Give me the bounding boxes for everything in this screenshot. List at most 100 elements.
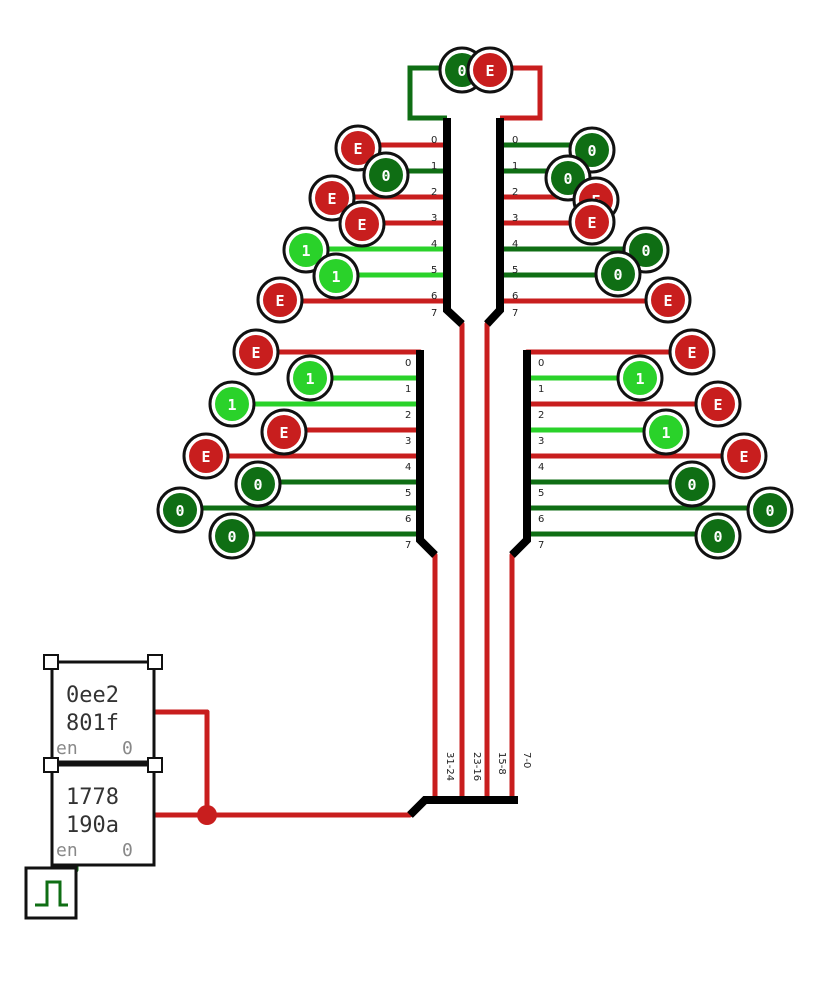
wire-junction xyxy=(197,805,217,825)
probe-upper-left-1[interactable]: 0 xyxy=(362,151,410,199)
pin-value: 0 xyxy=(227,528,236,546)
bit-index-label: 2 xyxy=(512,187,518,198)
selection-handle[interactable] xyxy=(43,654,59,670)
register-upper-enable-label: en xyxy=(56,738,78,759)
probe-upper-left-5[interactable]: 1 xyxy=(312,252,360,300)
pin-value: E xyxy=(663,292,672,310)
pin-value: E xyxy=(687,344,696,362)
probe-upper-right-5[interactable]: 0 xyxy=(594,250,642,298)
probe-upper-left-4[interactable]: 1 xyxy=(282,226,330,274)
register-upper-value-line2: 801f xyxy=(66,711,119,736)
probe-lower-left-3[interactable]: E xyxy=(260,408,308,456)
pin-value: 1 xyxy=(331,268,340,286)
register-upper[interactable]: 0ee2 801f en 0 xyxy=(43,654,163,764)
probe-upper-left-3[interactable]: E xyxy=(338,200,386,248)
probe-lower-right-6[interactable]: 0 xyxy=(746,486,794,534)
pin-value: 0 xyxy=(641,242,650,260)
bus-layer xyxy=(407,118,531,818)
pin-value: 1 xyxy=(661,424,670,442)
pins-layer: 0EE0EE11E00EE00EE11EE000E1E1E000 xyxy=(156,46,794,560)
pin-value: 1 xyxy=(227,396,236,414)
pin-value: E xyxy=(739,448,748,466)
pin-value: E xyxy=(353,140,362,158)
bit-index-label: 7 xyxy=(538,540,544,551)
bit-index-label: 4 xyxy=(538,462,544,473)
probe-lower-left-6[interactable]: 0 xyxy=(156,486,204,534)
pin-value: 0 xyxy=(713,528,722,546)
pin-value: 0 xyxy=(765,502,774,520)
clock-icon xyxy=(35,880,68,907)
bit-index-label: 7 xyxy=(405,540,411,551)
clock-input[interactable] xyxy=(24,866,78,920)
pin-value: E xyxy=(327,190,336,208)
bit-index-label: 4 xyxy=(405,462,411,473)
splitter-bus-lower-left xyxy=(416,350,438,558)
pin-value: E xyxy=(275,292,284,310)
splitter-range-label: 31-24 xyxy=(444,752,455,781)
bit-index-label: 5 xyxy=(512,265,518,276)
pin-value: 0 xyxy=(253,476,262,494)
bit-index-label: 3 xyxy=(431,213,437,224)
pin-value: E xyxy=(713,396,722,414)
pin-value: E xyxy=(485,62,494,80)
bit-index-label: 0 xyxy=(538,358,544,369)
bit-index-label: 3 xyxy=(512,213,518,224)
probe-lower-right-4[interactable]: E xyxy=(720,432,768,480)
top-probe-wire-right xyxy=(492,65,543,121)
probe-lower-left-7[interactable]: 0 xyxy=(208,512,256,560)
bit-index-label: 6 xyxy=(405,514,411,525)
bit-index-label: 6 xyxy=(512,291,518,302)
splitter-range-label: 7-0 xyxy=(521,752,532,768)
bit-index-label: 1 xyxy=(405,384,411,395)
bit-index-label: 2 xyxy=(405,410,411,421)
register-lower-enable-label: en xyxy=(56,840,78,861)
probe-lower-left-4[interactable]: E xyxy=(182,432,230,480)
splitter-range-label: 15-8 xyxy=(496,752,507,775)
pin-value: E xyxy=(201,448,210,466)
pin-value: E xyxy=(587,214,596,232)
selection-handle[interactable] xyxy=(147,757,163,773)
pin-value: E xyxy=(279,424,288,442)
register-upper-enable-value: 0 xyxy=(122,738,133,759)
bit-index-label: 5 xyxy=(431,265,437,276)
bit-index-label: 4 xyxy=(512,239,518,250)
probe-upper-left-2[interactable]: E xyxy=(308,174,356,222)
probe-upper-right-3[interactable]: E xyxy=(568,198,616,246)
register-upper-value-line1: 0ee2 xyxy=(66,683,119,708)
bit-index-label: 7 xyxy=(431,308,437,319)
bit-index-label: 3 xyxy=(405,436,411,447)
probe-upper-right-6[interactable]: E xyxy=(644,276,692,324)
probe-lower-left-0[interactable]: E xyxy=(232,328,280,376)
selection-handle[interactable] xyxy=(147,654,163,670)
register-lower[interactable]: 1778 190a en 0 xyxy=(43,757,163,867)
splitter-bus-main xyxy=(407,796,518,818)
probe-lower-right-2[interactable]: E xyxy=(694,380,742,428)
probe-upper-left-6[interactable]: E xyxy=(256,276,304,324)
bit-index-label: 3 xyxy=(538,436,544,447)
pin-value: 1 xyxy=(635,370,644,388)
probe-lower-right-3[interactable]: 1 xyxy=(642,408,690,456)
probe-lower-right-5[interactable]: 0 xyxy=(668,460,716,508)
splitter-bus-lower-right xyxy=(509,350,531,558)
probe-lower-right-7[interactable]: 0 xyxy=(694,512,742,560)
pin-value: 0 xyxy=(613,266,622,284)
bit-index-label: 1 xyxy=(538,384,544,395)
pin-value: 0 xyxy=(381,167,390,185)
selection-handle[interactable] xyxy=(43,757,59,773)
probe-lower-left-1[interactable]: 1 xyxy=(286,354,334,402)
probe-top-right[interactable]: E xyxy=(466,46,514,94)
probe-lower-right-0[interactable]: E xyxy=(668,328,716,376)
pin-value: E xyxy=(357,216,366,234)
bit-index-label: 0 xyxy=(512,135,518,146)
bit-index-label: 6 xyxy=(538,514,544,525)
pin-value: 0 xyxy=(457,62,466,80)
top-probe-wire-left xyxy=(407,65,455,121)
register-lower-value-line1: 1778 xyxy=(66,785,119,810)
bit-index-label: 5 xyxy=(538,488,544,499)
probe-lower-left-2[interactable]: 1 xyxy=(208,380,256,428)
probe-lower-left-5[interactable]: 0 xyxy=(234,460,282,508)
probe-lower-right-1[interactable]: 1 xyxy=(616,354,664,402)
pin-value: E xyxy=(251,344,260,362)
